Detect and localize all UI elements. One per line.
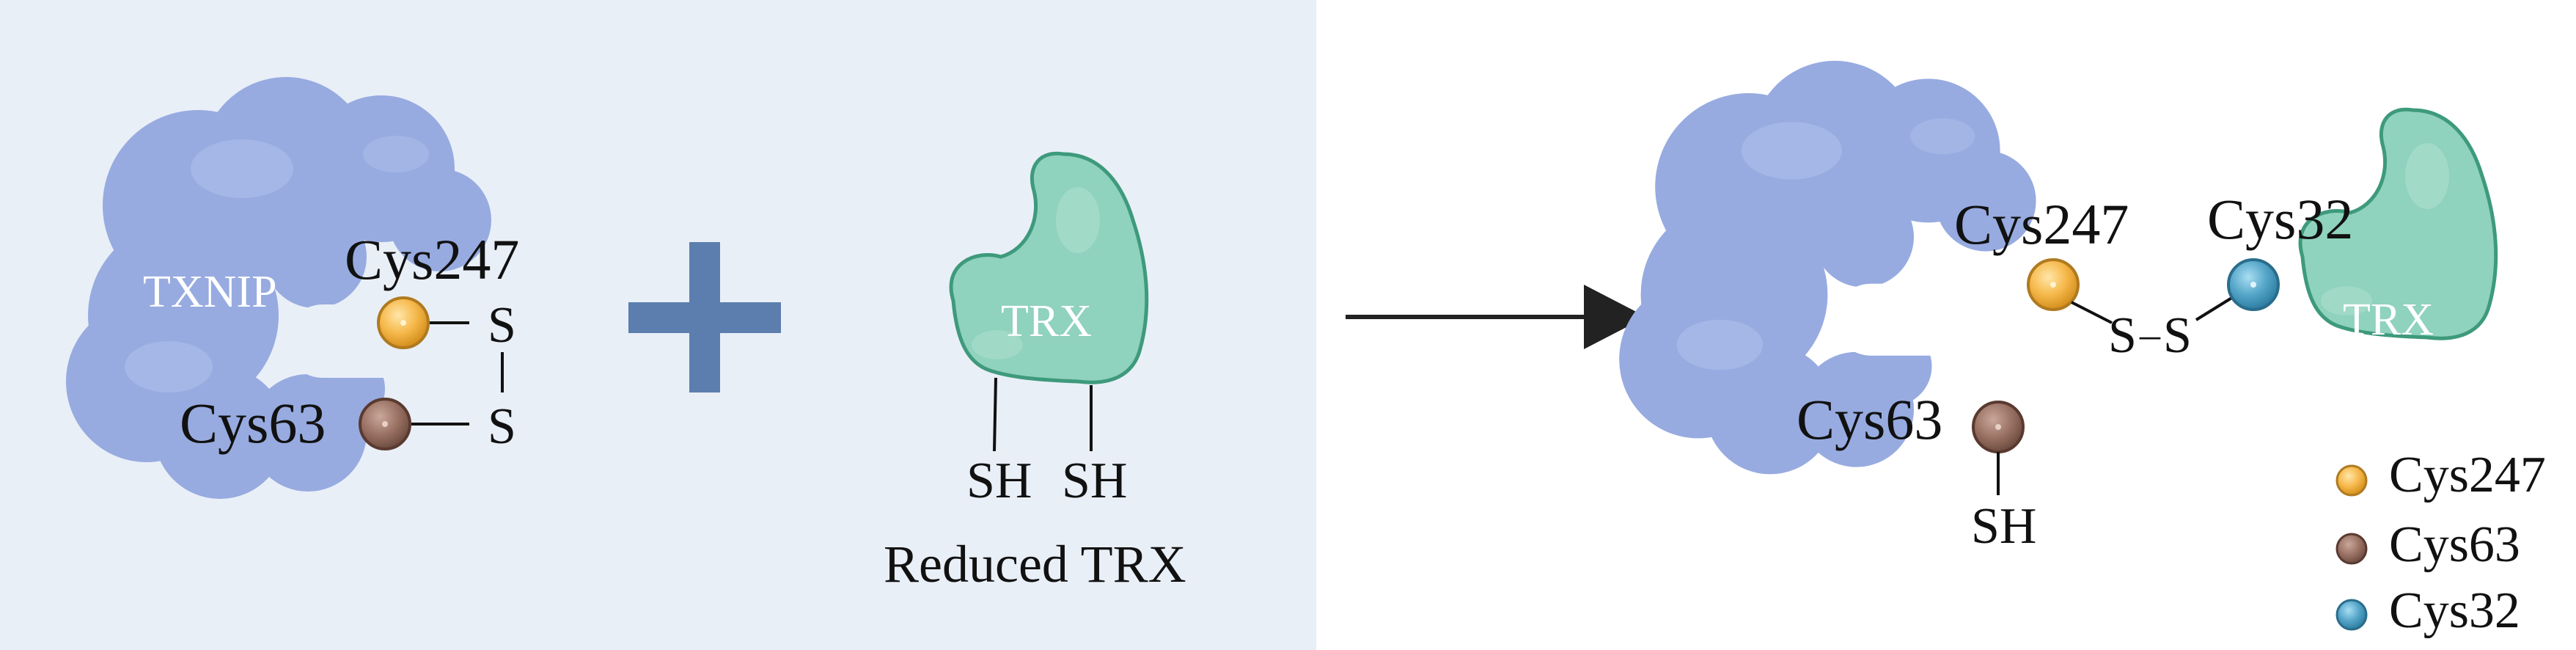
trx-thiol-left: SH	[966, 453, 1032, 509]
product-trx-label: TRX	[2343, 295, 2434, 345]
legend-cys247-icon	[2335, 464, 2368, 497]
txnip-product-icon	[1619, 60, 2036, 475]
cys247-residue-dot	[400, 320, 406, 326]
product-sulfur-left: S	[2108, 307, 2137, 364]
sulfur-top: S	[488, 297, 516, 354]
trx-thiol-bond-left	[993, 377, 997, 452]
reaction-arrow-icon	[1346, 285, 1646, 349]
cys63-residue-dot	[382, 421, 388, 427]
product-cys32-label: Cys32	[2207, 187, 2353, 251]
legend-item-cys63: Cys63	[2335, 516, 2520, 573]
legend-cys63-label: Cys63	[2389, 516, 2520, 573]
legend-item-cys32: Cys32	[2335, 583, 2520, 639]
product-cys63-label: Cys63	[1797, 387, 1942, 451]
trx-thiol-right: SH	[1062, 453, 1127, 509]
product-cys63-residue-dot	[1995, 424, 2001, 430]
txnip-label: TXNIP	[143, 267, 277, 317]
sulfur-bottom: S	[488, 398, 516, 455]
product-sulfur-right: S	[2163, 307, 2192, 364]
legend-item-cys247: Cys247	[2335, 447, 2546, 503]
product-thiol: SH	[1971, 498, 2036, 555]
product-cys247-residue-dot	[2050, 282, 2056, 288]
legend: Cys247 Cys63 Cys32	[2335, 447, 2546, 639]
cys63-label: Cys63	[180, 391, 326, 455]
product-cys32-bond	[2195, 293, 2238, 321]
product-cys247-label: Cys247	[1954, 192, 2129, 256]
plus-icon	[628, 242, 781, 392]
txnip-protein-icon	[66, 77, 491, 499]
reduced-trx-caption: Reduced TRX	[884, 535, 1186, 594]
product-disulfide-dash: –	[2139, 312, 2161, 357]
trx-product-icon	[2300, 109, 2496, 338]
product-cys32-residue-dot	[2250, 282, 2256, 288]
legend-cys247-label: Cys247	[2389, 447, 2546, 503]
cys247-label: Cys247	[345, 227, 519, 291]
product-cys247-bond	[2071, 301, 2113, 324]
legend-cys32-label: Cys32	[2389, 583, 2520, 639]
trx-label: TRX	[1001, 296, 1092, 346]
legend-cys63-icon	[2335, 533, 2368, 565]
trx-protein-icon	[951, 153, 1147, 382]
legend-cys32-icon	[2335, 599, 2368, 631]
